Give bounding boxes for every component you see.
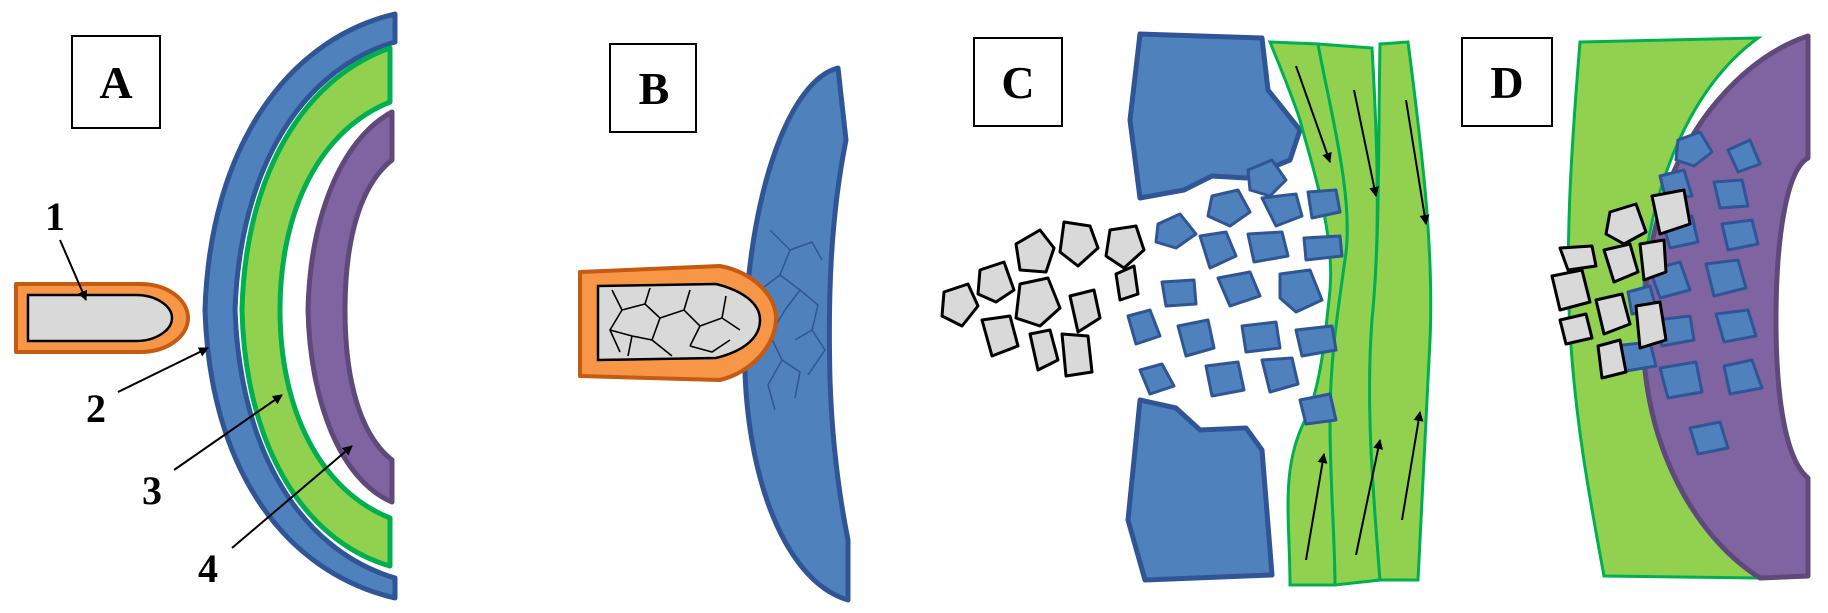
arrow-icon [1295, 65, 1430, 561]
bullet-icon [578, 264, 778, 382]
bullet-fragments [940, 220, 1146, 378]
layer-4-inner-arc [305, 109, 395, 505]
callout-4: 4 [198, 546, 218, 591]
panel-a: A 1 2 3 4 [14, 11, 398, 601]
panel-b: B [578, 43, 851, 603]
callout-4-arrow [231, 445, 353, 549]
plate-upper-half [1127, 31, 1303, 201]
callout-3: 3 [142, 468, 162, 513]
panel-b-label: B [639, 63, 670, 114]
callout-1-arrow [59, 239, 88, 301]
panel-a-label-box [71, 35, 161, 129]
panel-c: C [940, 31, 1433, 587]
callout-3-arrow [173, 394, 283, 471]
panel-d-label-box [1461, 37, 1553, 127]
layer-2-outer-arc [202, 11, 398, 601]
ceramic-fragments [1126, 158, 1344, 426]
panel-d-label: D [1490, 57, 1523, 108]
callout-1: 1 [45, 194, 65, 239]
panel-a-label: A [99, 57, 132, 108]
bullet-crack-lines [609, 287, 741, 357]
plate-lower-half [1125, 397, 1275, 583]
fiber-layer-3 [1368, 40, 1433, 582]
panel-c-label-box [973, 37, 1063, 127]
ceramic-plate-arc [742, 65, 851, 603]
callout-2-arrow [117, 347, 209, 393]
panel-b-label-box [609, 43, 697, 133]
bullet-fragments [1550, 188, 1692, 380]
layer-3-middle-arc [239, 45, 393, 569]
bullet-icon [14, 282, 190, 354]
panel-d: D [1461, 33, 1811, 581]
panel-c-label: C [1001, 57, 1034, 108]
callout-2: 2 [86, 386, 106, 431]
